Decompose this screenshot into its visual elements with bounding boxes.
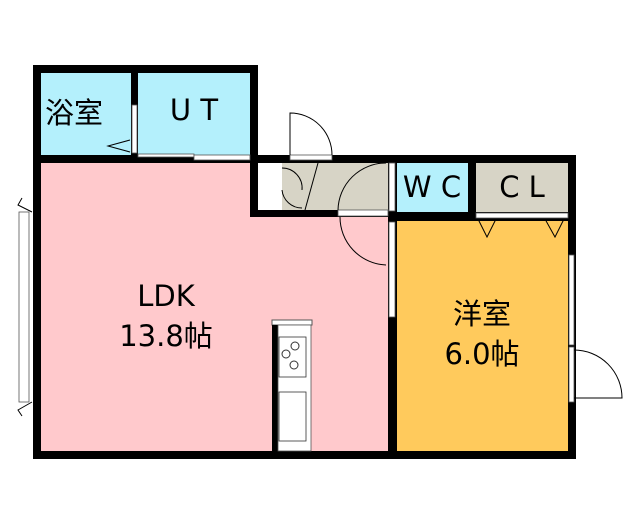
ldk-door[interactable] xyxy=(193,154,251,161)
wc-door[interactable] xyxy=(388,162,396,212)
sink xyxy=(278,391,307,442)
stove-burner-icon xyxy=(290,341,300,351)
ut-door[interactable] xyxy=(137,153,195,158)
doors-windows xyxy=(18,104,575,403)
bath-door[interactable] xyxy=(131,104,138,154)
balcony-door[interactable] xyxy=(568,346,575,403)
west-window xyxy=(18,211,30,403)
western-door[interactable] xyxy=(388,221,396,318)
room-size-western: 6.0帖 xyxy=(444,337,519,371)
genkan-step xyxy=(337,209,389,217)
room-label-ut: U T xyxy=(170,93,218,127)
entrance-door-frame[interactable] xyxy=(289,154,333,161)
room-size-ldk: 13.8帖 xyxy=(119,319,213,353)
stove-burner-icon xyxy=(289,360,299,370)
room-label-wc: W C xyxy=(403,170,461,204)
room-label-cl: C L xyxy=(499,170,545,204)
room-label-bath: 浴室 xyxy=(45,96,103,130)
western-floor xyxy=(397,221,568,451)
kitchen-counter xyxy=(271,319,313,452)
room-label-ldk: LDK xyxy=(137,279,195,313)
cl-door[interactable] xyxy=(475,212,569,219)
stove-burner-icon xyxy=(281,349,291,359)
door-swings xyxy=(17,112,623,417)
bath-floor xyxy=(40,72,131,156)
ut-floor xyxy=(138,72,250,156)
genkan-floor xyxy=(282,163,388,211)
wc-floor xyxy=(397,162,468,212)
genkan-white xyxy=(258,163,282,210)
cl-floor xyxy=(476,162,568,212)
east-window xyxy=(568,254,575,346)
room-label-western: 洋室 xyxy=(453,297,511,331)
